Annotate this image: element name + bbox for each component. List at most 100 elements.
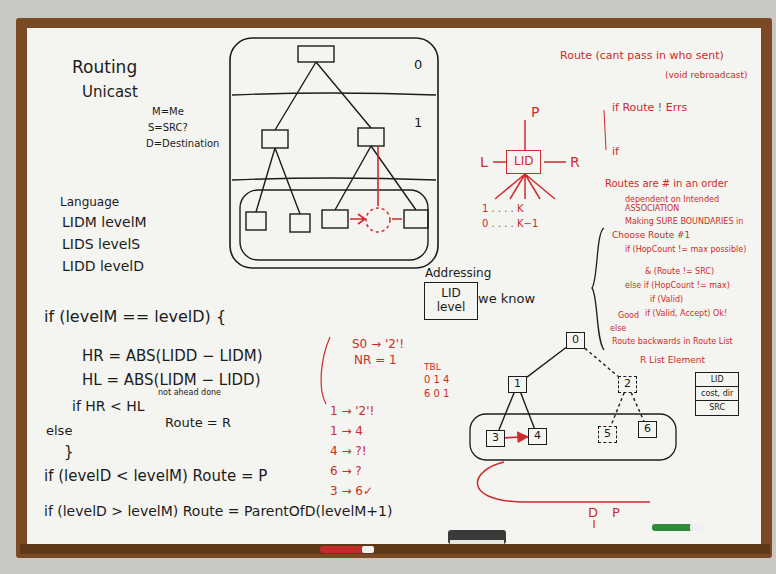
board-note: if (levelD < levelM) Route = P bbox=[44, 468, 267, 485]
switch-box bbox=[262, 130, 288, 148]
address-box: LID bbox=[506, 150, 541, 174]
bracket bbox=[592, 228, 604, 350]
red-note: dependent on Intended ASSOCIATION bbox=[625, 195, 760, 213]
red-note: (void rebroadcast) bbox=[665, 70, 748, 80]
red-note: Route backwards in Route List bbox=[612, 337, 733, 346]
route-arrow bbox=[377, 146, 379, 206]
board-frame bbox=[16, 18, 772, 558]
red-note: R bbox=[570, 154, 580, 170]
board-note: 1 bbox=[414, 116, 422, 131]
level-band bbox=[470, 414, 676, 460]
board-note: we know bbox=[478, 292, 535, 307]
red-note: 6 0 1 bbox=[424, 388, 449, 400]
board-note: S=SRC? bbox=[148, 122, 188, 134]
red-note: 1 . . . . K bbox=[482, 203, 524, 215]
node-label: 3 bbox=[492, 432, 499, 445]
board-note: Route = R bbox=[165, 416, 231, 431]
switch-box bbox=[404, 210, 428, 228]
tree-node: 3 bbox=[486, 430, 505, 447]
red-note: if (HopCount != max possible) bbox=[625, 245, 755, 254]
board-note: } bbox=[64, 444, 74, 461]
level-divider bbox=[232, 178, 436, 180]
node-label: LID bbox=[514, 155, 533, 169]
level-divider bbox=[232, 93, 436, 95]
board-note: Routing bbox=[72, 58, 137, 78]
red-note: else if (HopCount != max) bbox=[625, 281, 730, 290]
board-note: LIDS levelS bbox=[62, 236, 140, 252]
network-outline bbox=[230, 38, 438, 268]
red-note: 3 → 6✓ bbox=[330, 485, 373, 499]
red-note: 1 → '2'! bbox=[330, 405, 374, 419]
tree-node: 5 bbox=[598, 426, 617, 443]
route-arrow bbox=[350, 214, 402, 224]
green-marker-cap bbox=[690, 524, 704, 531]
red-note: Route (cant pass in who sent) bbox=[560, 50, 724, 63]
red-note: if (Valid) bbox=[650, 295, 683, 304]
green-marker bbox=[652, 524, 692, 531]
red-note: if bbox=[612, 146, 619, 159]
tree-node: 0 bbox=[566, 332, 585, 349]
red-note: D bbox=[588, 506, 598, 521]
tree-node: 1 bbox=[508, 376, 527, 393]
switch-box bbox=[246, 212, 266, 230]
switch-box bbox=[358, 128, 384, 146]
board-note: 0 bbox=[414, 58, 422, 73]
route-loop bbox=[477, 462, 650, 502]
board-note: LIDD levelD bbox=[62, 258, 144, 274]
tree-node: 6 bbox=[638, 421, 657, 438]
box-heading: Addressing bbox=[425, 267, 491, 281]
red-note: & (Route != SRC) bbox=[645, 267, 714, 276]
node-label: 0 bbox=[572, 334, 579, 347]
red-note: 0 . . . . K−1 bbox=[482, 218, 538, 230]
red-note: if Route ! Errs bbox=[612, 102, 687, 115]
red-note: Making SURE BOUNDARIES in bbox=[625, 217, 743, 226]
link-connector bbox=[505, 437, 528, 438]
red-note: R List Element bbox=[640, 355, 705, 365]
red-note: L bbox=[480, 154, 488, 170]
switch-box bbox=[290, 214, 310, 232]
eraser-felt bbox=[450, 540, 504, 544]
link-line bbox=[256, 62, 416, 214]
note-rule bbox=[604, 110, 606, 150]
board-note: HL = ABS(LIDM − LIDD) bbox=[82, 372, 261, 389]
node-label: 2 bbox=[624, 378, 631, 391]
trace-bracket bbox=[321, 337, 330, 404]
board-note: not ahead done bbox=[158, 388, 221, 397]
red-note: S0 → '2'! bbox=[352, 338, 404, 352]
board-note: LIDM levelM bbox=[62, 214, 147, 230]
red-note: Routes are # in an order bbox=[605, 178, 728, 190]
list-element-table: LIDcost, dirSRC bbox=[695, 372, 739, 416]
link-connector bbox=[521, 393, 535, 428]
red-note: TBL bbox=[424, 362, 441, 372]
tree-node: 4 bbox=[528, 428, 547, 445]
node-label: 5 bbox=[604, 428, 611, 441]
level-band bbox=[240, 190, 428, 260]
red-note: 6 → ? bbox=[330, 465, 362, 479]
red-note: 0 1 4 bbox=[424, 374, 449, 386]
red-note: Choose Route #1 bbox=[612, 230, 690, 240]
target-circle bbox=[366, 208, 390, 232]
red-note: NR = 1 bbox=[354, 354, 397, 368]
address-box: AddressingLID level bbox=[424, 282, 478, 320]
table-cell: cost, dir bbox=[696, 387, 738, 401]
link-connector bbox=[631, 393, 644, 421]
switch-box bbox=[322, 210, 348, 228]
red-note: if (Valid, Accept) Ok! bbox=[645, 309, 727, 318]
board-note: else bbox=[46, 424, 72, 439]
link-connector bbox=[499, 393, 514, 430]
table-cell: SRC bbox=[696, 401, 738, 414]
board-note: if (levelM == levelD) { bbox=[44, 308, 226, 326]
board-surface bbox=[27, 28, 761, 544]
red-marker bbox=[320, 546, 364, 553]
node-label: 4 bbox=[534, 430, 541, 443]
red-note: else bbox=[610, 324, 626, 333]
port-lines bbox=[493, 120, 566, 199]
node-label: 6 bbox=[644, 423, 651, 436]
red-note: Good bbox=[618, 311, 639, 320]
board-note: D=Destination bbox=[146, 138, 219, 150]
switch-box bbox=[298, 46, 334, 62]
red-note: P bbox=[612, 506, 620, 521]
